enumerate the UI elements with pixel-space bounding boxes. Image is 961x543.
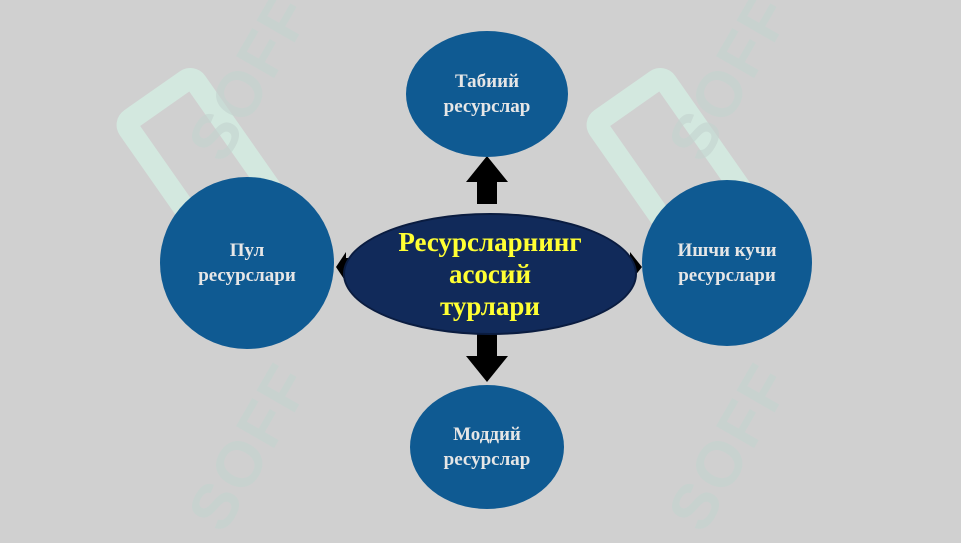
node-label-line2: ресурслар xyxy=(443,449,531,470)
node-labor-resources: Ишчи кучи ресурслари xyxy=(642,180,812,346)
center-title-line3: турлари xyxy=(440,291,540,321)
node-label-line1: Табиий xyxy=(454,71,520,92)
arrow-up xyxy=(466,156,508,204)
node-label-line2: ресурслари xyxy=(678,265,776,286)
node-label-line1: Пул xyxy=(229,240,265,261)
center-title-line1: Ресурсларнинг xyxy=(398,227,582,257)
node-material-resources: Моддий ресурслар xyxy=(410,385,564,509)
node-label-line1: Моддий xyxy=(453,424,521,445)
node-natural-resources: Табиий ресурслар xyxy=(406,31,568,157)
arrow-down xyxy=(466,334,508,382)
node-label-line2: ресурслар xyxy=(443,96,531,117)
node-label-line2: ресурслари xyxy=(198,265,296,286)
center-node: Ресурсларнинг асосий турлари xyxy=(343,213,637,335)
node-money-resources: Пул ресурслари xyxy=(160,177,334,349)
center-title-line2: асосий xyxy=(448,259,532,289)
node-label-line1: Ишчи кучи xyxy=(677,240,777,261)
